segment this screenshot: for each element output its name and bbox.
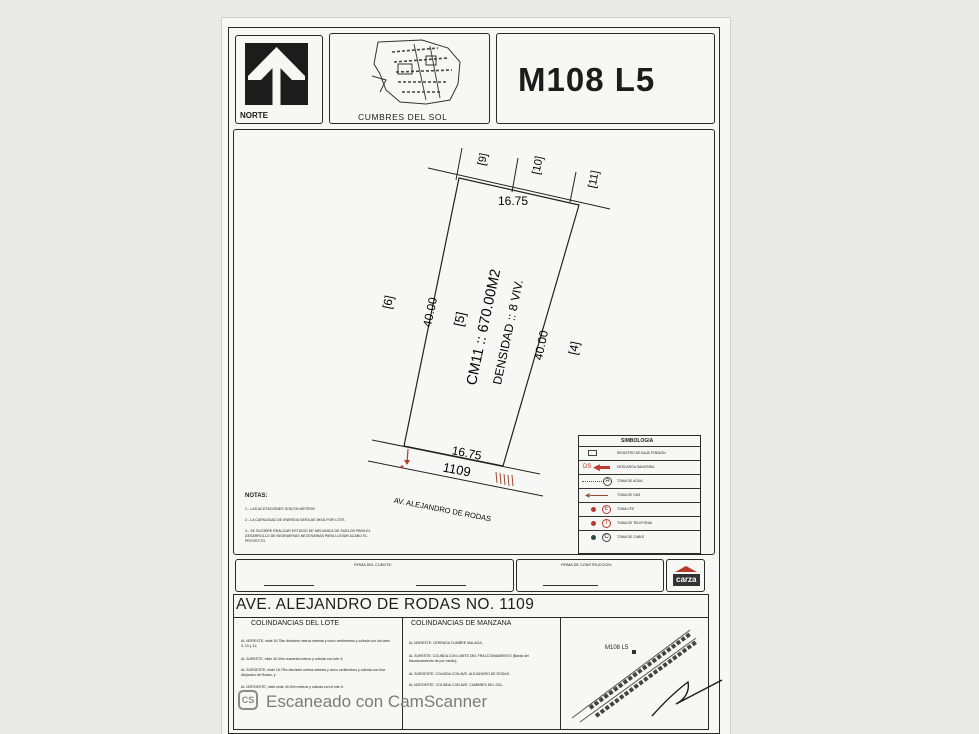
lot-boundary-item: AL NORESTE, mide 16.75m dieciseis metros… bbox=[241, 639, 390, 648]
legend-label: REGISTRO DE BAJA TENSION bbox=[617, 451, 666, 455]
right-length-label: 40.00 bbox=[531, 329, 551, 362]
legend-label: DESCARGA SANITARIA bbox=[617, 465, 655, 469]
signature-line bbox=[264, 585, 314, 586]
lot-boundary-item: AL SURESTE, mide 40.00m cuarenta metros … bbox=[241, 657, 344, 661]
legend-row: DS ◀ DESCARGA SANITARIA bbox=[579, 460, 700, 475]
dark-dot-icon bbox=[591, 535, 596, 540]
north-box: NORTE bbox=[235, 35, 323, 124]
address-box bbox=[233, 594, 709, 730]
left-length-label: 40.00 bbox=[420, 296, 440, 329]
bottom-width-label: 16.75 bbox=[451, 443, 483, 463]
block-boundary-item: AL SUROESTE: COLINDA CON AVE. ALEJANDRO … bbox=[409, 672, 510, 676]
divider bbox=[560, 617, 561, 730]
notes-title: NOTAS: bbox=[245, 493, 268, 499]
signature-line bbox=[543, 585, 598, 586]
north-label: NORTE bbox=[240, 111, 268, 120]
notes-item: 3.- SE SUGIERE REALIZAR ESTUDIO DE MECAN… bbox=[245, 529, 371, 543]
legend-title: SIMBOLOGIA bbox=[621, 438, 654, 444]
rectangle-icon bbox=[588, 450, 597, 456]
arrow-left-icon: ◀ bbox=[593, 462, 600, 472]
red-dot-icon bbox=[591, 521, 596, 526]
red-dot-icon bbox=[591, 507, 596, 512]
neighbor-10-label: [10] bbox=[530, 155, 546, 175]
street-number-label: 1109 bbox=[442, 460, 472, 480]
neighbor-11-label: [11] bbox=[586, 170, 601, 190]
legend-row: E TOMA CFE bbox=[579, 502, 700, 517]
camscanner-badge: CS bbox=[238, 690, 258, 710]
lot-boundary-item: AL SUROESTE, mide 16.75m dieciseis metro… bbox=[241, 668, 387, 677]
neighbor-9-label: [9] bbox=[476, 152, 490, 166]
lot-boundaries-title: COLINDANCIAS DEL LOTE bbox=[251, 620, 340, 627]
arrow-line-icon: ◀ bbox=[585, 493, 590, 499]
legend-symbol: C bbox=[602, 533, 611, 542]
legend-symbol: E bbox=[602, 505, 611, 514]
left-neighbor-label: [6] bbox=[380, 294, 396, 310]
development-name: CUMBRES DEL SOL bbox=[358, 112, 448, 122]
north-arrow-icon bbox=[245, 43, 308, 105]
construction-signature-label: FIRMA DE CONSTRUCCION: bbox=[561, 563, 613, 567]
block-boundary-item: AL NORESTE: CERRADA CUMBRE MALAGA; bbox=[409, 641, 483, 645]
camscanner-watermark: Escaneado con CamScanner bbox=[266, 692, 488, 711]
legend-label: TOMA DE AGUA bbox=[617, 479, 643, 483]
divider bbox=[402, 617, 403, 730]
right-neighbor-label: [4] bbox=[566, 340, 582, 356]
key-map-label: M108 L5 bbox=[605, 645, 629, 651]
brand-label: carza bbox=[676, 575, 697, 584]
block-boundaries-title: COLINDANCIAS DE MANZANA bbox=[411, 620, 512, 627]
legend-symbol: DS bbox=[583, 464, 592, 470]
development-map-icon bbox=[371, 39, 461, 105]
lot-boundary-item: AL NOROESTE, mide mide 40.00m metros y c… bbox=[241, 685, 344, 689]
notes-item: 2.- LA CAPACIDAD DE ENERGIA SERA DE 8KVA… bbox=[245, 518, 346, 522]
block-boundary-item: AL SURESTE: COLINDA CON LIMITE DEL FRACC… bbox=[409, 654, 529, 663]
legend-symbol: A bbox=[603, 477, 612, 486]
client-signature-label: FIRMA DEL CLIENTE: bbox=[354, 563, 393, 567]
legend-row: A TOMA DE AGUA bbox=[579, 474, 700, 489]
legend-symbol: T bbox=[602, 519, 611, 528]
address-title: AVE. ALEJANDRO DE RODAS NO. 1109 bbox=[236, 596, 535, 613]
arrow-line-stem bbox=[590, 495, 608, 496]
legend-row: C TOMA DE CABLE bbox=[579, 530, 700, 545]
top-width-label: 16.75 bbox=[498, 194, 528, 208]
lot-number-label: [5] bbox=[451, 310, 469, 327]
scanned-paper bbox=[222, 18, 730, 734]
construction-signature-box: FIRMA DE CONSTRUCCION: bbox=[516, 559, 664, 592]
divider bbox=[233, 617, 709, 618]
arrow-bar-icon bbox=[600, 466, 610, 469]
legend-row: ◀ TOMA DE GAS bbox=[579, 488, 700, 503]
legend-label: TOMA CFE bbox=[617, 507, 635, 511]
signature-line bbox=[416, 585, 466, 586]
notes-item: 1.- LAS ACOTACIONES SON EN METROS bbox=[245, 507, 315, 511]
block-boundary-item: AL NOROESTE: COLINDA CON AVE. CUMBRES DE… bbox=[409, 683, 504, 687]
brand-logo-icon bbox=[673, 566, 700, 586]
lot-code-title: M108 L5 bbox=[518, 61, 656, 98]
development-box: CUMBRES DEL SOL bbox=[329, 33, 490, 124]
legend-row: REGISTRO DE BAJA TENSION bbox=[579, 446, 700, 461]
legend-label: TOMA DE TELEFONIA bbox=[617, 521, 652, 525]
client-signature-box: FIRMA DEL CLIENTE: bbox=[235, 559, 514, 592]
lot-code-box: M108 L5 bbox=[496, 33, 715, 124]
brand-box: carza bbox=[666, 559, 705, 592]
drawing-box bbox=[233, 129, 715, 555]
legend-row: T TOMA DE TELEFONIA bbox=[579, 516, 700, 531]
legend-box: SIMBOLOGIA REGISTRO DE BAJA TENSION DS ◀… bbox=[578, 435, 701, 554]
legend-label: TOMA DE GAS bbox=[617, 493, 641, 497]
legend-label: TOMA DE CABLE bbox=[617, 535, 645, 539]
dotted-line-icon bbox=[582, 481, 602, 482]
